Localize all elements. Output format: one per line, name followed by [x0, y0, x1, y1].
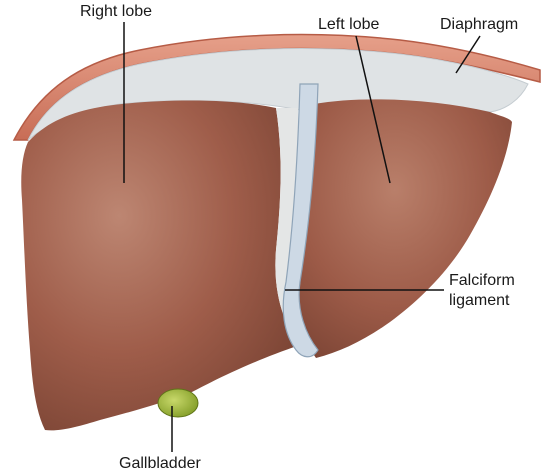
left-lobe-label: Left lobe — [318, 16, 380, 33]
falciform-label-line1: Falciform — [449, 272, 515, 289]
falciform-fringe — [275, 108, 302, 345]
right-lobe — [21, 100, 300, 431]
falciform-label-line2: ligament — [449, 292, 510, 309]
gallbladder-shape — [157, 388, 199, 418]
gallbladder-label: Gallbladder — [119, 455, 201, 472]
diaphragm-leader — [455, 35, 481, 74]
left-lobe-leader — [355, 35, 391, 184]
right-lobe-label: Right lobe — [80, 3, 153, 20]
diaphragm-label: Diaphragm — [440, 16, 519, 33]
left-lobe — [298, 99, 512, 358]
falciform-ligament — [282, 83, 319, 358]
falciform-ligament-label: Falciform ligament — [449, 271, 515, 311]
